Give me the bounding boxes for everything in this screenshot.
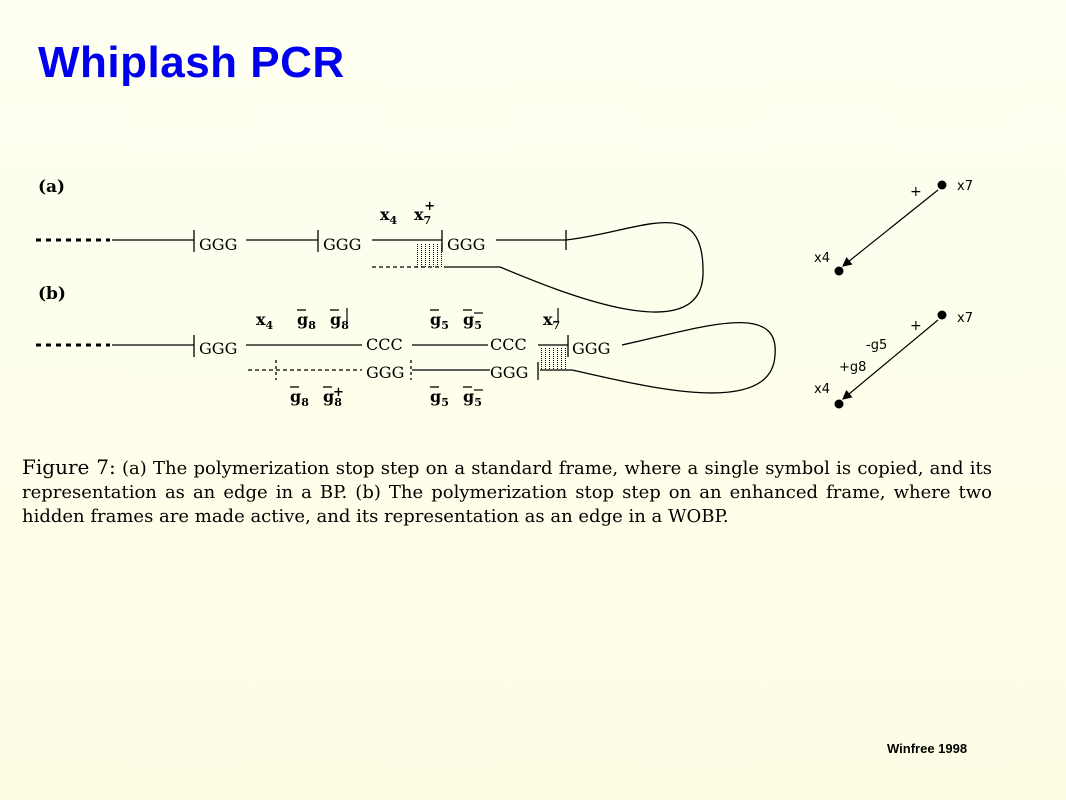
svg-text:x4: x4 (380, 205, 398, 227)
graph-a-start: x7 (957, 179, 973, 194)
b-top-block-3: CCC (490, 335, 527, 354)
b-bottom-block-1: GGG (366, 363, 404, 382)
graph-a: x7 x4 + (814, 179, 973, 276)
graph-b-label-g5: -g5 (866, 338, 887, 353)
graph-a-edge-label: + (910, 184, 922, 200)
caption-prefix: Figure 7: (22, 455, 116, 479)
svg-text:g5: g5 (430, 310, 449, 332)
a-block-3: GGG (447, 235, 485, 254)
b-top-block-1: GGG (199, 339, 237, 358)
svg-text:x7+: x7+ (414, 199, 435, 227)
svg-text:+: + (333, 385, 344, 400)
figure-caption: Figure 7: (a) The polymerization stop st… (22, 455, 992, 529)
primer-region-b (540, 347, 568, 370)
svg-text:g8: g8 (290, 387, 309, 409)
svg-text:g8: g8 (330, 310, 349, 332)
b-top-markers: x4 g8 g8 g5 g5 x7 (256, 308, 560, 332)
graph-b-label-plus: + (910, 318, 922, 334)
b-top-block-4: GGG (572, 339, 610, 358)
strand-a-top (36, 221, 704, 313)
a-block-1: GGG (199, 235, 237, 254)
b-bottom-block-2: GGG (490, 363, 528, 382)
graph-b-end: x4 (814, 382, 830, 397)
graph-a-end: x4 (814, 251, 830, 266)
graph-b-start: x7 (957, 311, 973, 326)
primer-region-a (414, 243, 442, 267)
strand-b-bottom (248, 360, 539, 380)
graph-b-label-g8: +g8 (839, 360, 866, 375)
graph-b: x7 x4 + -g5 +g8 (814, 310, 973, 409)
a-block-2: GGG (323, 235, 361, 254)
svg-text:g5: g5 (430, 387, 449, 409)
strand-b-top (36, 322, 776, 394)
svg-text:g8: g8 (297, 310, 316, 332)
caption-text: (a) The polymerization stop step on a st… (22, 458, 992, 527)
page-title: Whiplash PCR (38, 38, 345, 87)
panel-b-label: (b) (38, 284, 66, 304)
b-top-block-2: CCC (366, 335, 403, 354)
panel-a-label: (a) (38, 177, 65, 197)
credit: Winfree 1998 (887, 741, 968, 756)
b-bottom-markers: g8 g8 + g5 g5 (290, 385, 483, 409)
svg-text:x4: x4 (256, 310, 274, 332)
a-markers: x4 x7+ (380, 199, 435, 227)
